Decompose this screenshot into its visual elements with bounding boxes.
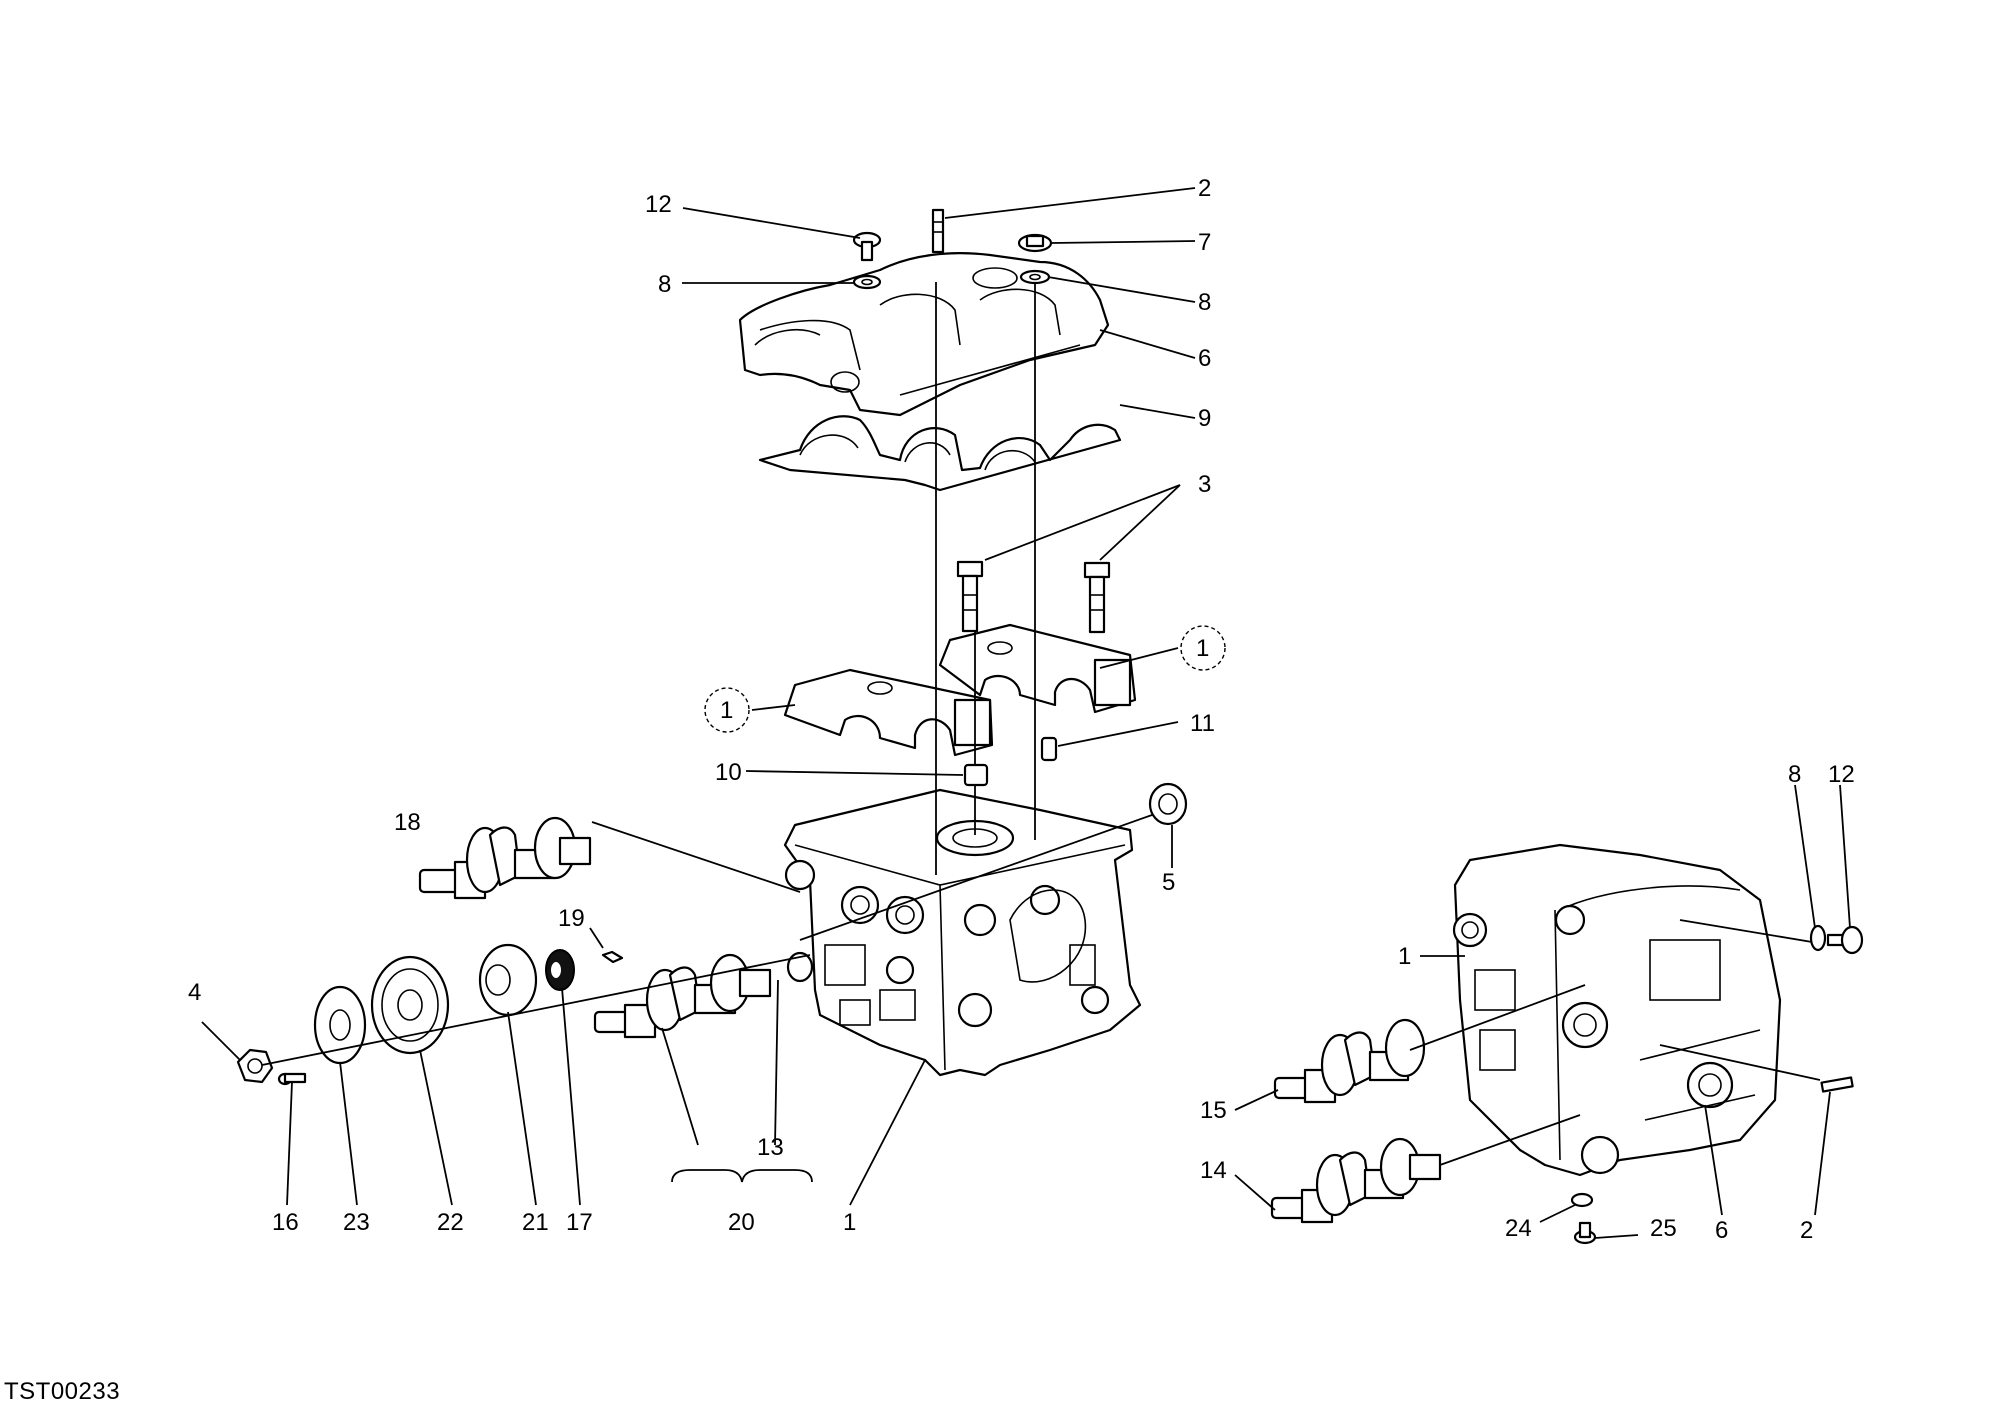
callout-1-right-head: 1 (1398, 943, 1411, 970)
camshaft-14 (1270, 1137, 1442, 1224)
camshaft-15 (1273, 1018, 1426, 1104)
document-code: TST00233 (4, 1378, 121, 1405)
leader-lines (201, 187, 1851, 1239)
washer-8-right-view (1809, 924, 1827, 952)
callout-25: 25 (1650, 1215, 1677, 1242)
callout-7: 7 (1198, 229, 1211, 256)
callout-21: 21 (522, 1209, 549, 1236)
callout-4: 4 (188, 979, 201, 1006)
hub-21 (478, 943, 538, 1017)
ring-17 (545, 949, 575, 991)
camshaft-20 (593, 951, 814, 1039)
callout-19: 19 (558, 905, 585, 932)
callout-5: 5 (1162, 869, 1175, 896)
screw-16 (277, 1072, 307, 1086)
bolt-7 (1017, 233, 1053, 253)
cam-cap-right (938, 623, 1137, 714)
callout-6-right: 6 (1715, 1217, 1728, 1244)
callout-6-top: 6 (1198, 345, 1211, 372)
callout-18: 18 (394, 809, 421, 836)
callout-16: 16 (272, 1209, 299, 1236)
callout-17: 17 (566, 1209, 593, 1236)
callout-24: 24 (1505, 1215, 1532, 1242)
callout-12-right: 12 (1828, 761, 1855, 788)
reference-circle-right (1180, 625, 1226, 671)
callout-labels: 12 8 2 7 8 6 9 3 1 11 1 10 18 5 19 4 13 … (188, 175, 1855, 1244)
callout-8-left: 8 (658, 271, 671, 298)
valve-cover-gasket (758, 415, 1122, 492)
cam-cap-left (783, 668, 994, 757)
bolt-3-right (1083, 561, 1111, 634)
callout-1-cap-right: 1 (1196, 635, 1209, 662)
callout-12-top: 12 (645, 191, 672, 218)
callout-8-right: 8 (1788, 761, 1801, 788)
callout-2-right: 2 (1800, 1217, 1813, 1244)
reference-circle-left (704, 687, 750, 733)
screw-25 (1573, 1221, 1597, 1245)
washer-8-right (1019, 269, 1051, 285)
key-19 (601, 950, 624, 964)
callout-9: 9 (1198, 405, 1211, 432)
callout-3: 3 (1198, 471, 1211, 498)
washer-8-left (852, 274, 882, 290)
callout-10: 10 (715, 759, 742, 786)
bolt-3-left (956, 560, 984, 633)
camshaft-18 (418, 816, 592, 900)
callout-14: 14 (1200, 1157, 1227, 1184)
oil-seal-5 (1148, 782, 1188, 826)
callout-2-top: 2 (1198, 175, 1211, 202)
dowel-10 (963, 763, 989, 787)
callout-1-core: 1 (843, 1209, 856, 1236)
stud-2-right-view (1820, 1076, 1854, 1093)
callout-11: 11 (1190, 710, 1215, 737)
dowel-11 (1040, 736, 1058, 762)
callout-13: 13 (757, 1134, 784, 1161)
callout-8-top-right: 8 (1198, 289, 1211, 316)
nut-4 (236, 1048, 274, 1084)
washer-plate-23 (313, 985, 367, 1065)
callout-22: 22 (437, 1209, 464, 1236)
valve-cover (738, 252, 1110, 417)
callout-23: 23 (343, 1209, 370, 1236)
cylinder-head-main (783, 788, 1142, 1077)
cylinder-head-right (1452, 843, 1782, 1177)
callout-15: 15 (1200, 1097, 1227, 1124)
washer-24 (1570, 1192, 1594, 1208)
screw-12-top (852, 231, 882, 262)
screw-12-right-view (1826, 925, 1864, 955)
callout-20: 20 (728, 1209, 755, 1236)
callout-1-cap-left: 1 (720, 697, 733, 724)
pulley-22 (370, 955, 450, 1055)
stud-2-top (931, 208, 945, 254)
